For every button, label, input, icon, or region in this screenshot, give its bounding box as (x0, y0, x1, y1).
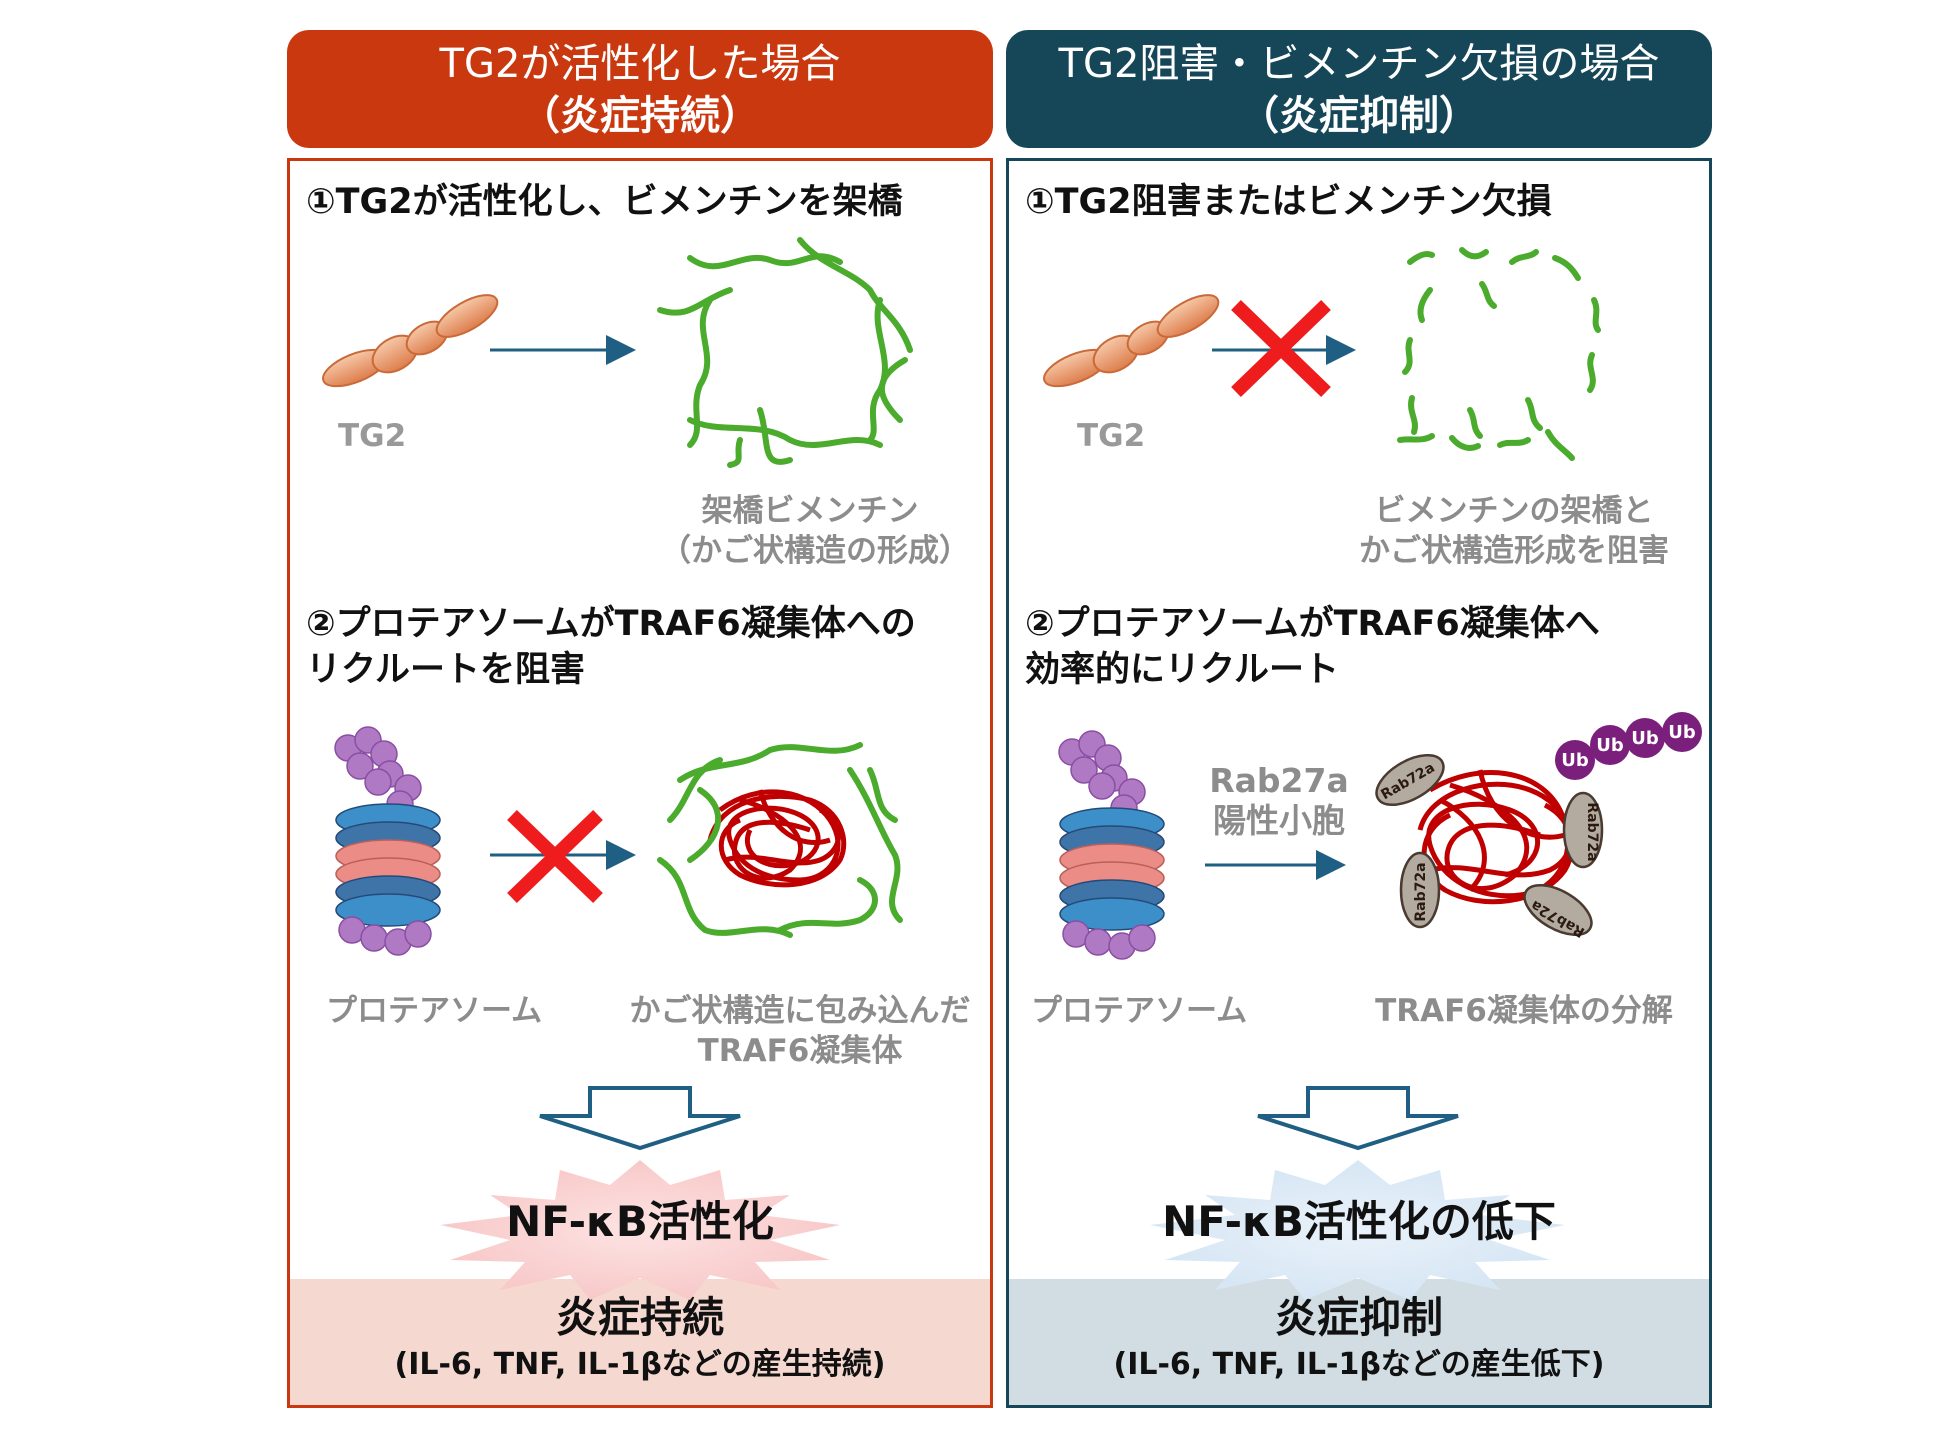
right-header-title: TG2阻害・ビメンチン欠損の場合 (1058, 41, 1660, 87)
right-step1-text: ①TG2阻害またはビメンチン欠損 (1025, 182, 1552, 222)
right-result-sub: (IL-6, TNF, IL-1βなどの産生低下) (1113, 1347, 1605, 1382)
ubiquitin-chain-icon: Ub Ub Ub Ub (1555, 712, 1702, 780)
left-tg2-molecule-icon (317, 285, 505, 395)
left-traf6-caption: かご状構造に包み込んだ TRAF6凝集体 (629, 993, 971, 1069)
left-caged-traf6-icon (657, 742, 903, 938)
right-panel: ①TG2阻害またはビメンチン欠損 TG2 ビメンチンの架橋と かご状構造形成を阻… (1006, 158, 1712, 1408)
right-header-subtitle: （炎症抑制） (1239, 93, 1479, 139)
left-vimentin-caption: 架橋ビメンチン （かご状構造の形成） (660, 493, 970, 569)
left-result-sub: (IL-6, TNF, IL-1βなどの産生持続) (394, 1347, 886, 1382)
ub-label: Ub (1668, 722, 1696, 743)
right-proteasome-icon (1058, 730, 1165, 960)
rab27a-vesicle-label: Rab27a 陽性小胞 (1209, 761, 1349, 840)
ub-label: Ub (1596, 735, 1624, 756)
left-inhibition-cross-icon (507, 809, 603, 904)
left-header-subtitle: （炎症持続） (520, 93, 760, 139)
right-tg2-inhibition-cross-icon (1231, 299, 1331, 398)
left-proteasome-label: プロテアソーム (326, 993, 543, 1029)
left-result-arrow-icon (539, 1086, 741, 1151)
right-step2-text: ②プロテアソームがTRAF6凝集体へ 効率的にリクルート (1025, 604, 1600, 690)
left-nfkb-overlay: NF-κB活性化 (506, 1197, 774, 1246)
left-step2-text: ②プロテアソームがTRAF6凝集体への リクルートを阻害 (306, 604, 916, 690)
left-panel: ①TG2が活性化し、ビメンチンを架橋 TG2 架橋ビメンチン （かご状構造の形成… (287, 158, 993, 1408)
left-header-title: TG2が活性化した場合 (439, 41, 841, 87)
right-nfkb-overlay: NF-κB活性化の低下 (1162, 1197, 1556, 1246)
ub-label: Ub (1561, 750, 1589, 771)
left-nfkb-burst-icon (440, 1160, 840, 1300)
right-result-main: 炎症抑制 (1274, 1293, 1443, 1342)
rab-vesicle-label: Rab72a (1413, 862, 1429, 921)
right-traf6-aggregate-icon (1417, 769, 1575, 905)
left-result-main: 炎症持続 (555, 1293, 724, 1342)
left-tg2-label: TG2 (338, 418, 407, 454)
left-crosslinked-vimentin-icon (657, 237, 913, 468)
right-result-box: 炎症抑制 (IL-6, TNF, IL-1βなどの産生低下) (1009, 1279, 1709, 1405)
left-step1-text: ①TG2が活性化し、ビメンチンを架橋 (306, 182, 903, 222)
left-result-box: 炎症持続 (IL-6, TNF, IL-1βなどの産生持続) (290, 1279, 990, 1405)
ub-label: Ub (1631, 728, 1659, 749)
right-tg2-molecule-icon (1038, 285, 1226, 395)
right-traf6-caption: TRAF6凝集体の分解 (1375, 993, 1673, 1029)
left-panel-header: TG2が活性化した場合 （炎症持続） (287, 30, 993, 148)
right-fragmented-vimentin-icon (1397, 247, 1601, 461)
rab-vesicle-label: Rab72a (1584, 802, 1600, 861)
right-result-arrow-icon (1257, 1086, 1459, 1151)
right-vimentin-caption: ビメンチンの架橋と かご状構造形成を阻害 (1359, 493, 1669, 569)
left-proteasome-icon (334, 726, 441, 956)
right-tg2-label: TG2 (1077, 418, 1146, 454)
right-proteasome-label: プロテアソーム (1031, 993, 1248, 1029)
right-panel-header: TG2阻害・ビメンチン欠損の場合 （炎症抑制） (1006, 30, 1712, 148)
right-nfkb-burst-icon (1150, 1160, 1565, 1300)
